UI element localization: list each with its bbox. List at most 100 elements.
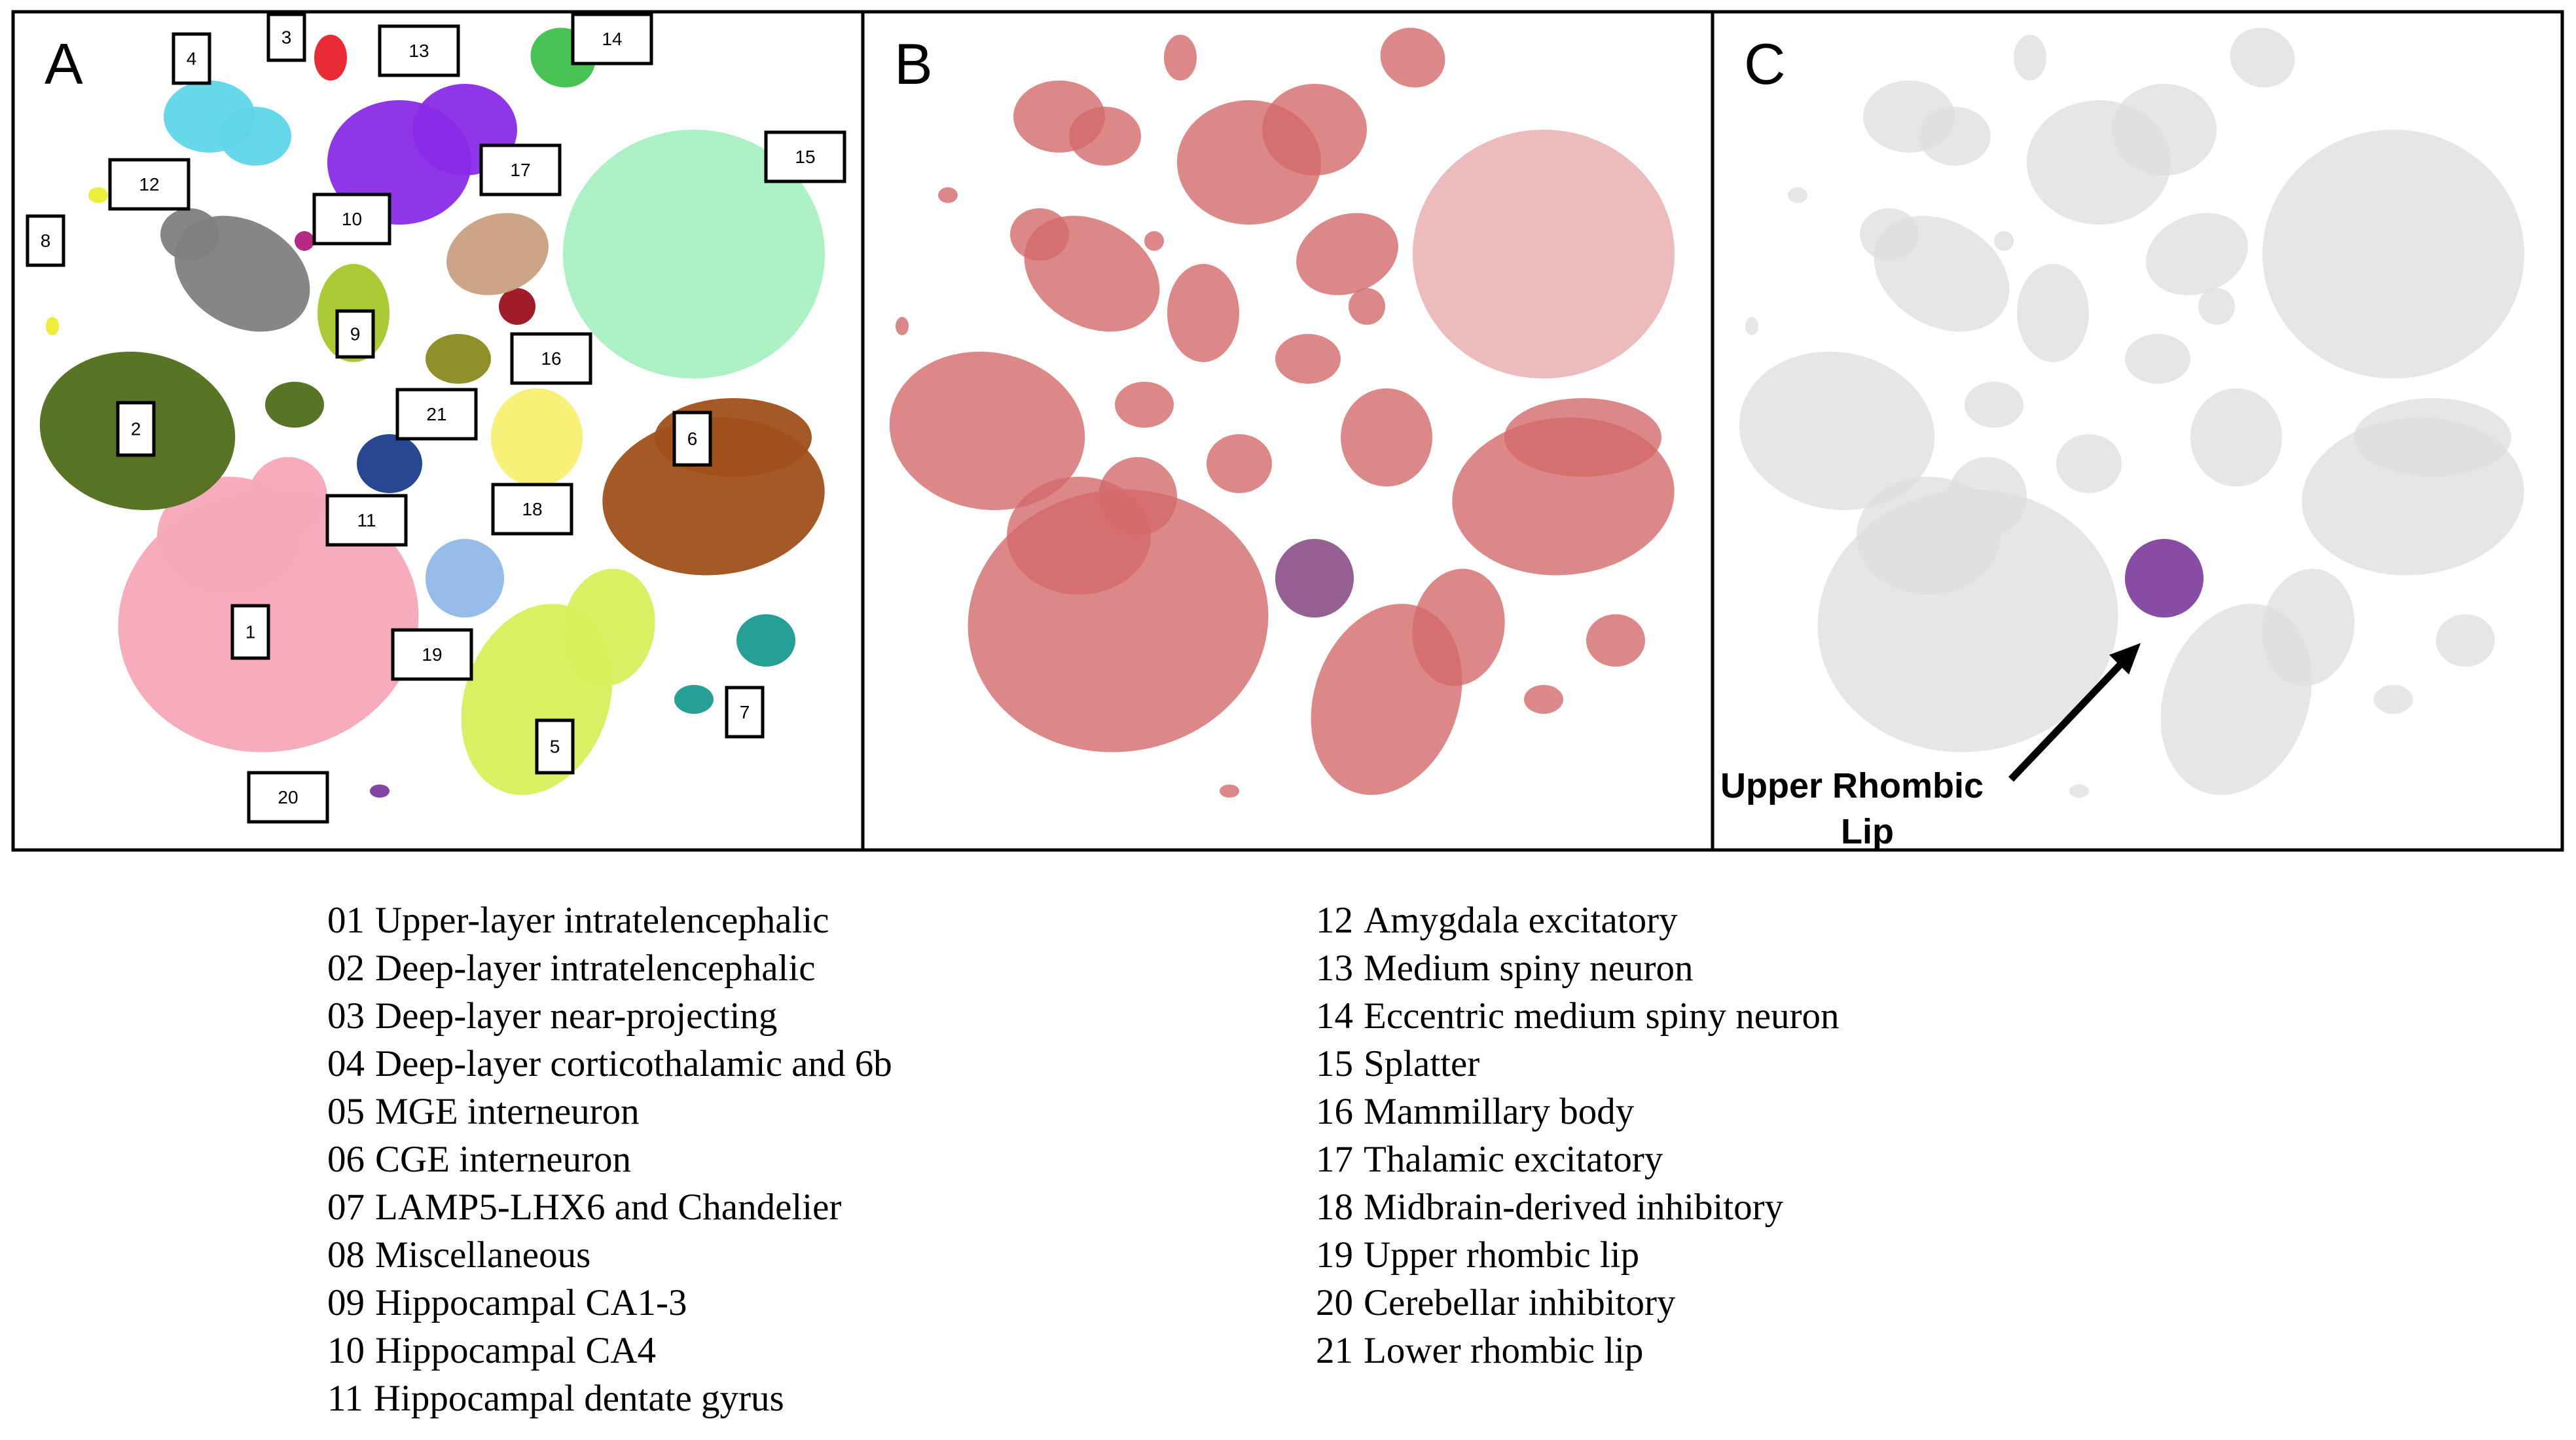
cluster-2-blob (1965, 382, 2023, 428)
cluster-number-3: 3 (281, 28, 292, 48)
annotation-label-line1: Upper Rhombic (1720, 766, 1984, 805)
legend-item-label: Cerebellar inhibitory (1364, 1282, 1676, 1323)
cluster-7-blob (1586, 614, 1645, 667)
legend-item-label: Splatter (1364, 1043, 1480, 1084)
cluster-label-box-9: 9 (335, 309, 375, 359)
cluster-label-box-19: 19 (391, 628, 473, 681)
cluster-box-frame (378, 24, 460, 77)
cluster-label-box-14: 14 (571, 12, 653, 65)
cluster-9-blob (1167, 264, 1239, 362)
cluster-2-blob (1739, 351, 1935, 511)
legend-item-number: 21 (1316, 1330, 1353, 1371)
cluster-box-frame (116, 401, 156, 457)
cluster-18-blob (491, 388, 583, 487)
cluster-label-box-15: 15 (764, 130, 846, 183)
legend-item-number: 04 (327, 1043, 365, 1084)
cluster-15-blob (1413, 130, 1675, 378)
cluster-7-blob (674, 685, 714, 714)
legend-item-label: Deep-layer near-projecting (375, 995, 778, 1037)
cluster-3-blob (1164, 35, 1197, 81)
cluster-17-blob (2146, 213, 2248, 295)
legend-item-label: CGE interneuron (375, 1139, 631, 1180)
cluster-label-box-5: 5 (535, 718, 575, 775)
legend-item-label: Miscellaneous (375, 1234, 591, 1276)
cluster-17-blob (446, 213, 549, 295)
cluster-1-blob (249, 457, 327, 536)
cluster-box-frame (108, 158, 190, 211)
cluster-21-blob (2125, 334, 2190, 384)
legend-item-number: 01 (327, 900, 365, 941)
cluster-label-box-6: 6 (672, 411, 712, 467)
annotation-arrow-shaft (2008, 651, 2133, 782)
cluster-10-blob (1994, 231, 2014, 251)
cluster-8-blob (896, 317, 909, 335)
cluster-17-blob (1296, 213, 1398, 295)
panel-label-c: C (1744, 31, 1786, 96)
annotation-arrowhead (2109, 643, 2141, 674)
cluster-box-frame (172, 32, 211, 85)
cluster-3-blob (2014, 35, 2046, 81)
umap-panel-a: A (11, 10, 865, 852)
cluster-label-box-3: 3 (266, 12, 306, 62)
cluster-box-frame (230, 604, 270, 660)
cluster-label-box-21: 21 (395, 388, 478, 441)
cluster-11-blob (357, 434, 422, 493)
cluster-21-blob (426, 334, 491, 384)
cluster-1-blob (1098, 457, 1177, 536)
cluster-3-blob (314, 35, 347, 81)
cluster-label-box-16: 16 (510, 332, 592, 385)
cluster-label-box-17: 17 (479, 143, 562, 196)
legend-item-label: Medium spiny neuron (1364, 948, 1694, 989)
legend-item-label: Hippocampal CA4 (375, 1330, 657, 1371)
legend-item-number: 10 (327, 1330, 365, 1371)
cluster-label-box-1: 1 (230, 604, 270, 660)
cluster-number-19: 19 (422, 644, 442, 665)
cluster-11-blob (2056, 434, 2122, 493)
cluster-box-frame (571, 12, 653, 65)
cluster-8-blob (1745, 317, 1758, 335)
cluster-label-box-11: 11 (325, 494, 408, 547)
legend-item-label: Upper rhombic lip (1364, 1234, 1640, 1276)
legend-item-label: Hippocampal dentate gyrus (373, 1378, 784, 1419)
cluster-11-blob (1206, 434, 1272, 493)
cluster-18-blob (1341, 388, 1432, 487)
cluster-box-frame (312, 193, 391, 246)
cluster-12-blob (1010, 208, 1069, 261)
cluster-4-blob (1069, 107, 1141, 166)
cluster-label-box-13: 13 (378, 24, 460, 77)
cluster-number-17: 17 (510, 160, 530, 180)
cluster-5-blob (1412, 568, 1505, 686)
legend-item-number: 08 (327, 1234, 365, 1276)
cluster-label-box-7: 7 (725, 686, 765, 739)
legend-item-label: Upper-layer intratelencephalic (375, 900, 829, 941)
legend-item-label: MGE interneuron (375, 1091, 640, 1132)
cluster-1-blob (1948, 457, 2027, 536)
cluster-label-box-8: 8 (26, 214, 65, 267)
legend-item-number: 02 (327, 948, 365, 989)
cluster-10-blob (295, 231, 314, 251)
cluster-number-4: 4 (187, 48, 197, 69)
legend-item-number: 19 (1316, 1234, 1353, 1276)
cluster-box-frame (395, 388, 478, 441)
cluster-number-21: 21 (426, 404, 446, 424)
panel-label-a: A (45, 31, 83, 96)
legend-item: 19 Upper rhombic lip (1316, 1231, 1840, 1279)
cluster-19-blob (2125, 539, 2204, 618)
cluster-16-blob (2198, 288, 2235, 325)
cluster-4-blob (219, 107, 291, 166)
